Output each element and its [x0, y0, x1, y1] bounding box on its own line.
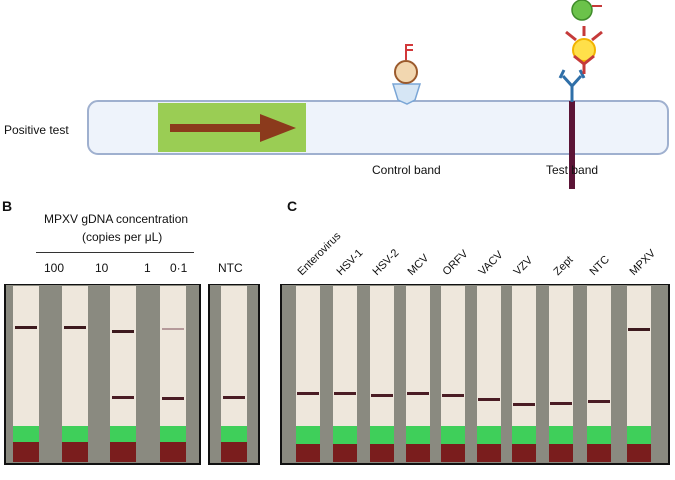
panel-c-strip-vacv	[477, 286, 501, 462]
control-band-marker	[391, 44, 422, 105]
conc-label-100: 100	[44, 261, 65, 275]
red-tip	[62, 442, 88, 462]
panel-b-title-line1: MPXV gDNA concentration	[44, 212, 189, 226]
test-band	[478, 398, 500, 401]
test-band-antibody-stack	[558, 0, 603, 102]
strip-label-hsv-1: HSV-1	[334, 247, 366, 278]
red-tip	[221, 442, 247, 462]
panel-b-photo	[4, 284, 260, 465]
test-band	[371, 394, 393, 397]
panel-c-photo	[280, 284, 670, 465]
test-band	[223, 396, 245, 399]
strip-label-ntc: NTC	[587, 253, 612, 278]
strip-label-vzv: VZV	[511, 254, 536, 278]
test-band	[297, 392, 319, 395]
panel-b-strip-1	[13, 286, 39, 462]
control-band	[112, 330, 134, 333]
red-tip	[13, 442, 39, 462]
test-band	[407, 392, 429, 395]
conc-label-0-1: 0·1	[170, 261, 188, 275]
test-band	[162, 397, 184, 400]
conc-label-1: 1	[144, 261, 151, 275]
test-band	[334, 392, 356, 395]
panel-c-letter: C	[287, 198, 298, 214]
test-band-label: Test band	[546, 163, 599, 177]
panel-b-strip-4	[160, 286, 186, 462]
test-band	[112, 396, 134, 399]
panel-c-strip-mpxv	[627, 286, 651, 462]
lateral-flow-schematic	[87, 0, 669, 189]
red-tip	[110, 442, 136, 462]
strip-label-mcv: MCV	[405, 252, 432, 278]
conc-label-10: 10	[95, 261, 109, 275]
strip-label-orfv: ORFV	[440, 247, 471, 278]
test-band	[550, 402, 572, 405]
panel-c-strip-ntc	[587, 286, 611, 462]
control-band	[64, 326, 86, 329]
panel-b-title-rule	[36, 252, 194, 253]
test-band	[513, 403, 535, 406]
panel-c-strip-enterovirus	[296, 286, 320, 462]
control-band-label: Control band	[372, 163, 441, 177]
control-band	[15, 326, 37, 329]
flow-arrow-icon	[170, 114, 296, 142]
strip-label-vacv: VACV	[476, 248, 506, 278]
panel-b-title-line2: (copies per μL)	[82, 230, 163, 244]
test-band	[442, 394, 464, 397]
control-band	[628, 328, 650, 331]
panel-b-strip-ntc	[221, 286, 247, 462]
strip-label-hsv-2: HSV-2	[370, 247, 402, 278]
test-band	[588, 400, 610, 403]
panel-c-strip-hsv-1	[333, 286, 357, 462]
red-tip	[160, 442, 186, 462]
control-band	[162, 328, 184, 330]
positive-test-label: Positive test	[4, 123, 69, 137]
panel-c-strip-mcv	[406, 286, 430, 462]
panel-c-strip-hsv-2	[370, 286, 394, 462]
panel-b-strip-2	[62, 286, 88, 462]
panel-c-strip-vzv	[512, 286, 536, 462]
panel-c-strip-orfv	[441, 286, 465, 462]
test-band-line	[569, 101, 575, 189]
ntc-label: NTC	[218, 261, 243, 275]
panel-b-strip-3	[110, 286, 136, 462]
strip-label-mpxv: MPXV	[627, 247, 659, 278]
panel-c-strip-zept	[549, 286, 573, 462]
panel-b-letter: B	[2, 198, 13, 214]
strip-label-zept: Zept	[551, 253, 576, 278]
